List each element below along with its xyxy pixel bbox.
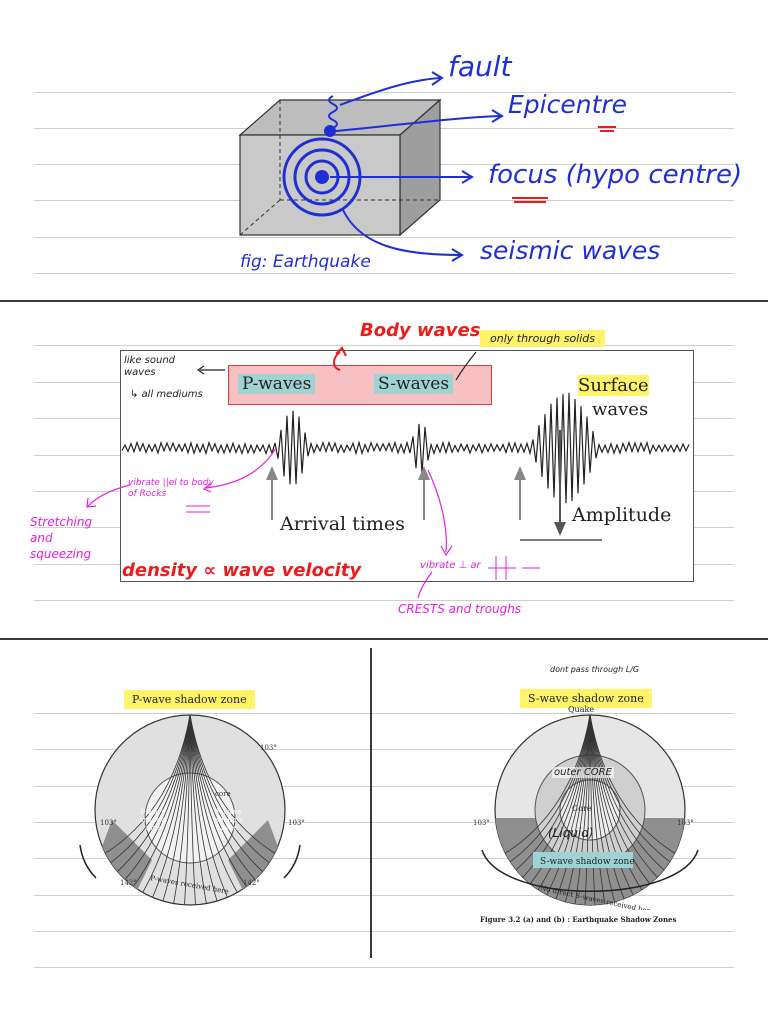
label-epicentre: Epicentre bbox=[508, 90, 627, 119]
label-dont-pass: dont pass through L/G bbox=[550, 665, 639, 674]
p-shadow-right: P-wave shadow zone bbox=[210, 808, 248, 832]
label-vibrate-perp: vibrate ⊥ ar bbox=[420, 560, 481, 571]
deg-103-top: 103° bbox=[260, 744, 277, 752]
deg-142-right: 142° bbox=[243, 879, 260, 887]
label-seismic-waves: seismic waves bbox=[480, 236, 660, 265]
label-crests: CRESTS and troughs bbox=[398, 602, 521, 616]
deg-103-right: 103° bbox=[288, 819, 305, 827]
label-arrival-times: Arrival times bbox=[280, 513, 405, 535]
label-only-through-solids: only through solids bbox=[480, 330, 605, 347]
label-stretching: Stretching and squeezing bbox=[30, 514, 110, 562]
label-vibrate-parallel: vibrate ||el to body of Rocks bbox=[128, 478, 218, 500]
caption-earthquake: fig: Earthquake bbox=[240, 252, 371, 272]
deg-103-left: 103° bbox=[100, 819, 117, 827]
label-outer-core: outer CORE bbox=[552, 767, 614, 778]
vertical-divider bbox=[370, 648, 372, 958]
seismograph-trace bbox=[0, 300, 768, 638]
label-fault: fault bbox=[448, 50, 512, 83]
deg-103-left-r: 103° bbox=[473, 819, 490, 827]
label-focus: focus (hypo centre) bbox=[488, 160, 742, 190]
core-label-left: core bbox=[215, 790, 231, 798]
p-wave-shadow-diagram: core 103° 103° 103° 142° 142° P-waves re… bbox=[60, 700, 320, 910]
p-shadow-left: P-wave shadow zone bbox=[134, 808, 172, 832]
core-label-right: Core bbox=[572, 804, 592, 813]
deg-142-left: 142° bbox=[120, 879, 137, 887]
label-body-waves: Body waves bbox=[360, 320, 480, 341]
label-amplitude: Amplitude bbox=[572, 504, 671, 526]
s-wave-shadow-diagram: S-wave shadow zone 103° 103° Core No dir… bbox=[460, 700, 720, 910]
section-divider-2 bbox=[0, 638, 768, 640]
deg-103-right-r: 103° bbox=[677, 819, 694, 827]
label-density: density ∝ wave velocity bbox=[122, 560, 361, 581]
label-all-mediums: ↳ all mediums bbox=[130, 389, 203, 400]
s-shadow-label: S-wave shadow zone bbox=[540, 857, 635, 867]
label-liquid: (Liquid) bbox=[548, 826, 594, 840]
label-like-sound: like sound waves bbox=[124, 355, 194, 379]
figure-caption: Figure 3.2 (a) and (b) : Earthquake Shad… bbox=[480, 915, 676, 924]
